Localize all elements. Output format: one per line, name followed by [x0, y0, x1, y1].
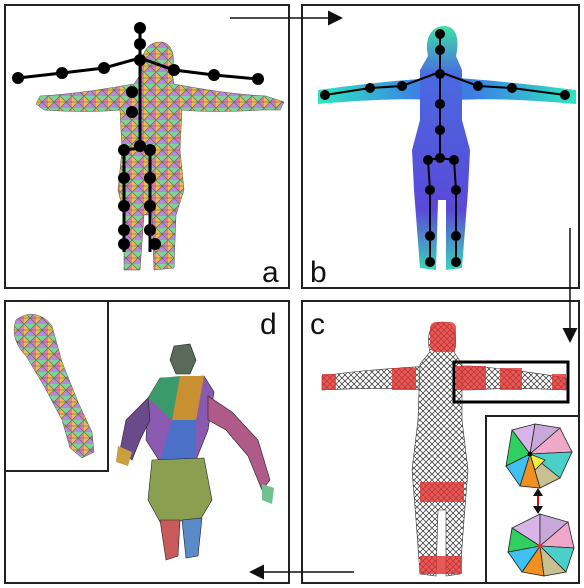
panel-b-label: b	[310, 256, 327, 289]
panel-d-figure	[116, 344, 274, 560]
panel-c-label: c	[310, 308, 325, 341]
panel-a-figure	[12, 22, 284, 270]
panel-d-label: d	[260, 308, 277, 341]
panel-a-label: a	[262, 256, 279, 289]
panel-b-figure	[318, 26, 576, 270]
wire-body	[412, 322, 468, 576]
mesh-body-a	[36, 42, 284, 270]
